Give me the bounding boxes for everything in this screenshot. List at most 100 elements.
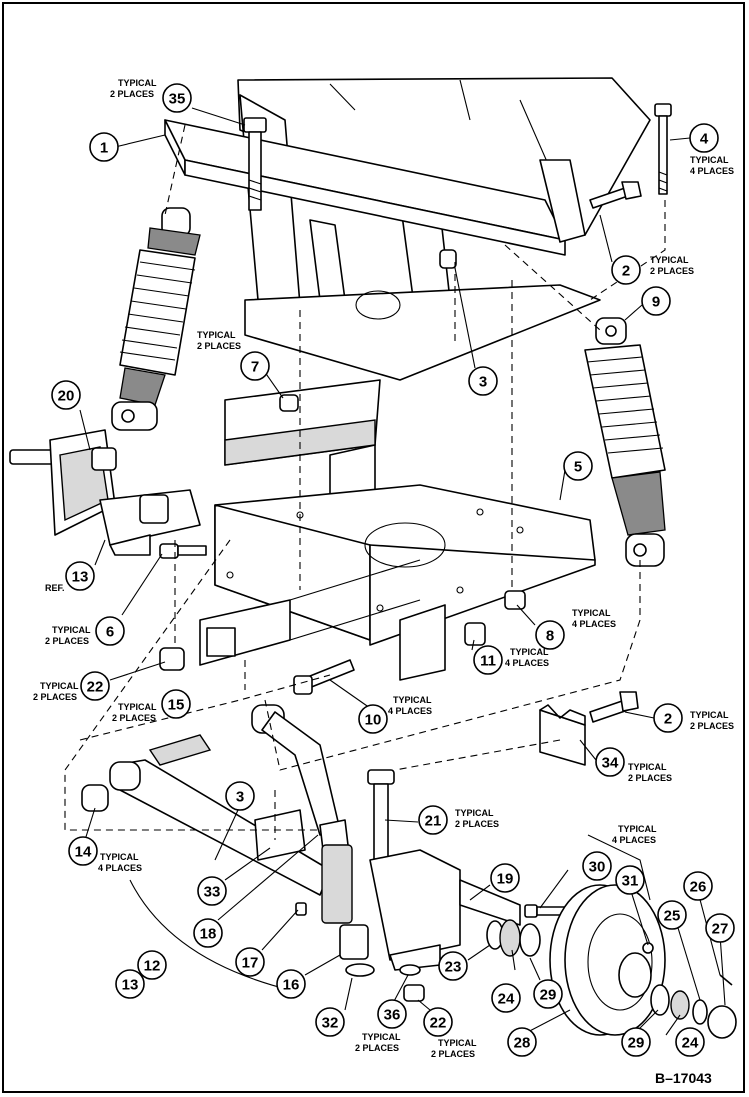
callout-number: 18 bbox=[200, 926, 217, 943]
callout-number: 32 bbox=[322, 1015, 339, 1032]
nut-22-lower bbox=[403, 984, 425, 1002]
note-hub-line1: TYPICAL bbox=[618, 824, 657, 834]
brake-drum-hub bbox=[549, 884, 666, 1036]
note-22a-line1: TYPICAL bbox=[40, 681, 79, 691]
callout-number: 30 bbox=[589, 859, 606, 876]
note-34-line1: TYPICAL bbox=[628, 762, 667, 772]
callout-number: 9 bbox=[652, 294, 660, 311]
callout-number: 27 bbox=[712, 921, 729, 938]
shock-absorber-right bbox=[584, 317, 666, 567]
note-hub-line2: 4 PLACES bbox=[612, 835, 656, 845]
callout-number: 3 bbox=[236, 789, 244, 806]
bolt-35 bbox=[243, 117, 267, 211]
callout-number: 36 bbox=[384, 1007, 401, 1024]
callout-circle bbox=[115, 969, 145, 999]
bolt-4 bbox=[654, 103, 672, 195]
callout-c33: 33 bbox=[197, 876, 227, 906]
callout-number: 15 bbox=[168, 697, 185, 714]
callout-circle bbox=[653, 703, 683, 733]
nut-7 bbox=[279, 394, 299, 412]
figure-id: B–17043 bbox=[655, 1070, 712, 1086]
callout-circle bbox=[418, 805, 448, 835]
callout-number: 21 bbox=[425, 813, 442, 830]
callout-c18: 18 bbox=[193, 918, 223, 948]
callout-number: 16 bbox=[283, 977, 300, 994]
callout-circle bbox=[89, 132, 119, 162]
callout-circle bbox=[468, 366, 498, 396]
note-22a-line2: 2 PLACES bbox=[33, 692, 77, 702]
note-14-line2: 4 PLACES bbox=[98, 863, 142, 873]
callout-c9: 9 bbox=[641, 286, 671, 316]
callout-circle bbox=[657, 900, 687, 930]
callout-number: 24 bbox=[682, 1035, 699, 1052]
callout-circle bbox=[582, 851, 612, 881]
callout-circle bbox=[235, 947, 265, 977]
bearing-inner bbox=[486, 919, 541, 957]
callout-circle bbox=[423, 1007, 453, 1037]
callout-circle bbox=[377, 999, 407, 1029]
callout-number: 10 bbox=[365, 712, 382, 729]
callout-c3a: 3 bbox=[468, 366, 498, 396]
bearing-outer bbox=[650, 974, 737, 1039]
callout-number: 11 bbox=[480, 653, 496, 670]
callout-c13b: 13 bbox=[115, 969, 145, 999]
callout-c29b: 29 bbox=[621, 1027, 651, 1057]
callout-circle bbox=[595, 747, 625, 777]
callout-number: 6 bbox=[106, 624, 114, 641]
callout-c34: 34 bbox=[595, 747, 625, 777]
callout-circle bbox=[535, 620, 565, 650]
note-15-line1: TYPICAL bbox=[118, 702, 157, 712]
callout-c28: 28 bbox=[507, 1027, 537, 1057]
callout-number: 12 bbox=[144, 958, 161, 975]
callout-number: 4 bbox=[700, 131, 709, 148]
callout-number: 34 bbox=[602, 755, 619, 772]
callout-number: 13 bbox=[122, 977, 139, 994]
callout-circle bbox=[80, 671, 110, 701]
callout-number: 19 bbox=[497, 871, 514, 888]
nut-11 bbox=[464, 622, 486, 646]
callout-c13a: 13 bbox=[65, 561, 95, 591]
callout-c5: 5 bbox=[563, 451, 593, 481]
callout-circle bbox=[533, 979, 563, 1009]
callout-c20: 20 bbox=[51, 380, 81, 410]
ref-label: REF. bbox=[45, 583, 65, 593]
callout-c22b: 22 bbox=[423, 1007, 453, 1037]
callout-circle bbox=[95, 616, 125, 646]
callout-c16: 16 bbox=[276, 969, 306, 999]
callout-circle bbox=[358, 704, 388, 734]
note-2b-line1: TYPICAL bbox=[690, 710, 729, 720]
callout-c36: 36 bbox=[377, 999, 407, 1029]
callout-c2b: 2 bbox=[653, 703, 683, 733]
callout-number: 13 bbox=[72, 569, 89, 586]
callout-circle bbox=[615, 865, 645, 895]
callout-number: 3 bbox=[479, 374, 487, 391]
note-shock-line1: TYPICAL bbox=[197, 330, 236, 340]
callout-circle bbox=[683, 871, 713, 901]
front-crossmember bbox=[164, 119, 586, 256]
spindle-bracket-upper bbox=[9, 429, 201, 556]
note-4-line2: 4 PLACES bbox=[690, 166, 734, 176]
callout-circle bbox=[137, 950, 167, 980]
callout-circle bbox=[240, 351, 270, 381]
callout-number: 31 bbox=[622, 873, 639, 890]
note-21-line2: 2 PLACES bbox=[455, 819, 499, 829]
note-36-line1: TYPICAL bbox=[362, 1032, 401, 1042]
callout-number: 2 bbox=[664, 711, 672, 728]
callout-circle bbox=[490, 863, 520, 893]
callout-number: 29 bbox=[540, 987, 557, 1004]
note-21-line1: TYPICAL bbox=[455, 808, 494, 818]
callout-number: 25 bbox=[664, 908, 681, 925]
note-11-line1: TYPICAL bbox=[510, 647, 549, 657]
callout-number: 14 bbox=[75, 844, 92, 861]
callout-circle bbox=[507, 1027, 537, 1057]
callout-c19: 19 bbox=[490, 863, 520, 893]
callout-number: 1 bbox=[100, 140, 108, 157]
note-22b-line2: 2 PLACES bbox=[431, 1049, 475, 1059]
callout-circle bbox=[51, 380, 81, 410]
callout-circle bbox=[276, 969, 306, 999]
note-8-line2: 4 PLACES bbox=[572, 619, 616, 629]
callout-c4: 4 bbox=[689, 123, 719, 153]
callout-number: 33 bbox=[204, 884, 221, 901]
nut-22-upper bbox=[159, 647, 185, 671]
